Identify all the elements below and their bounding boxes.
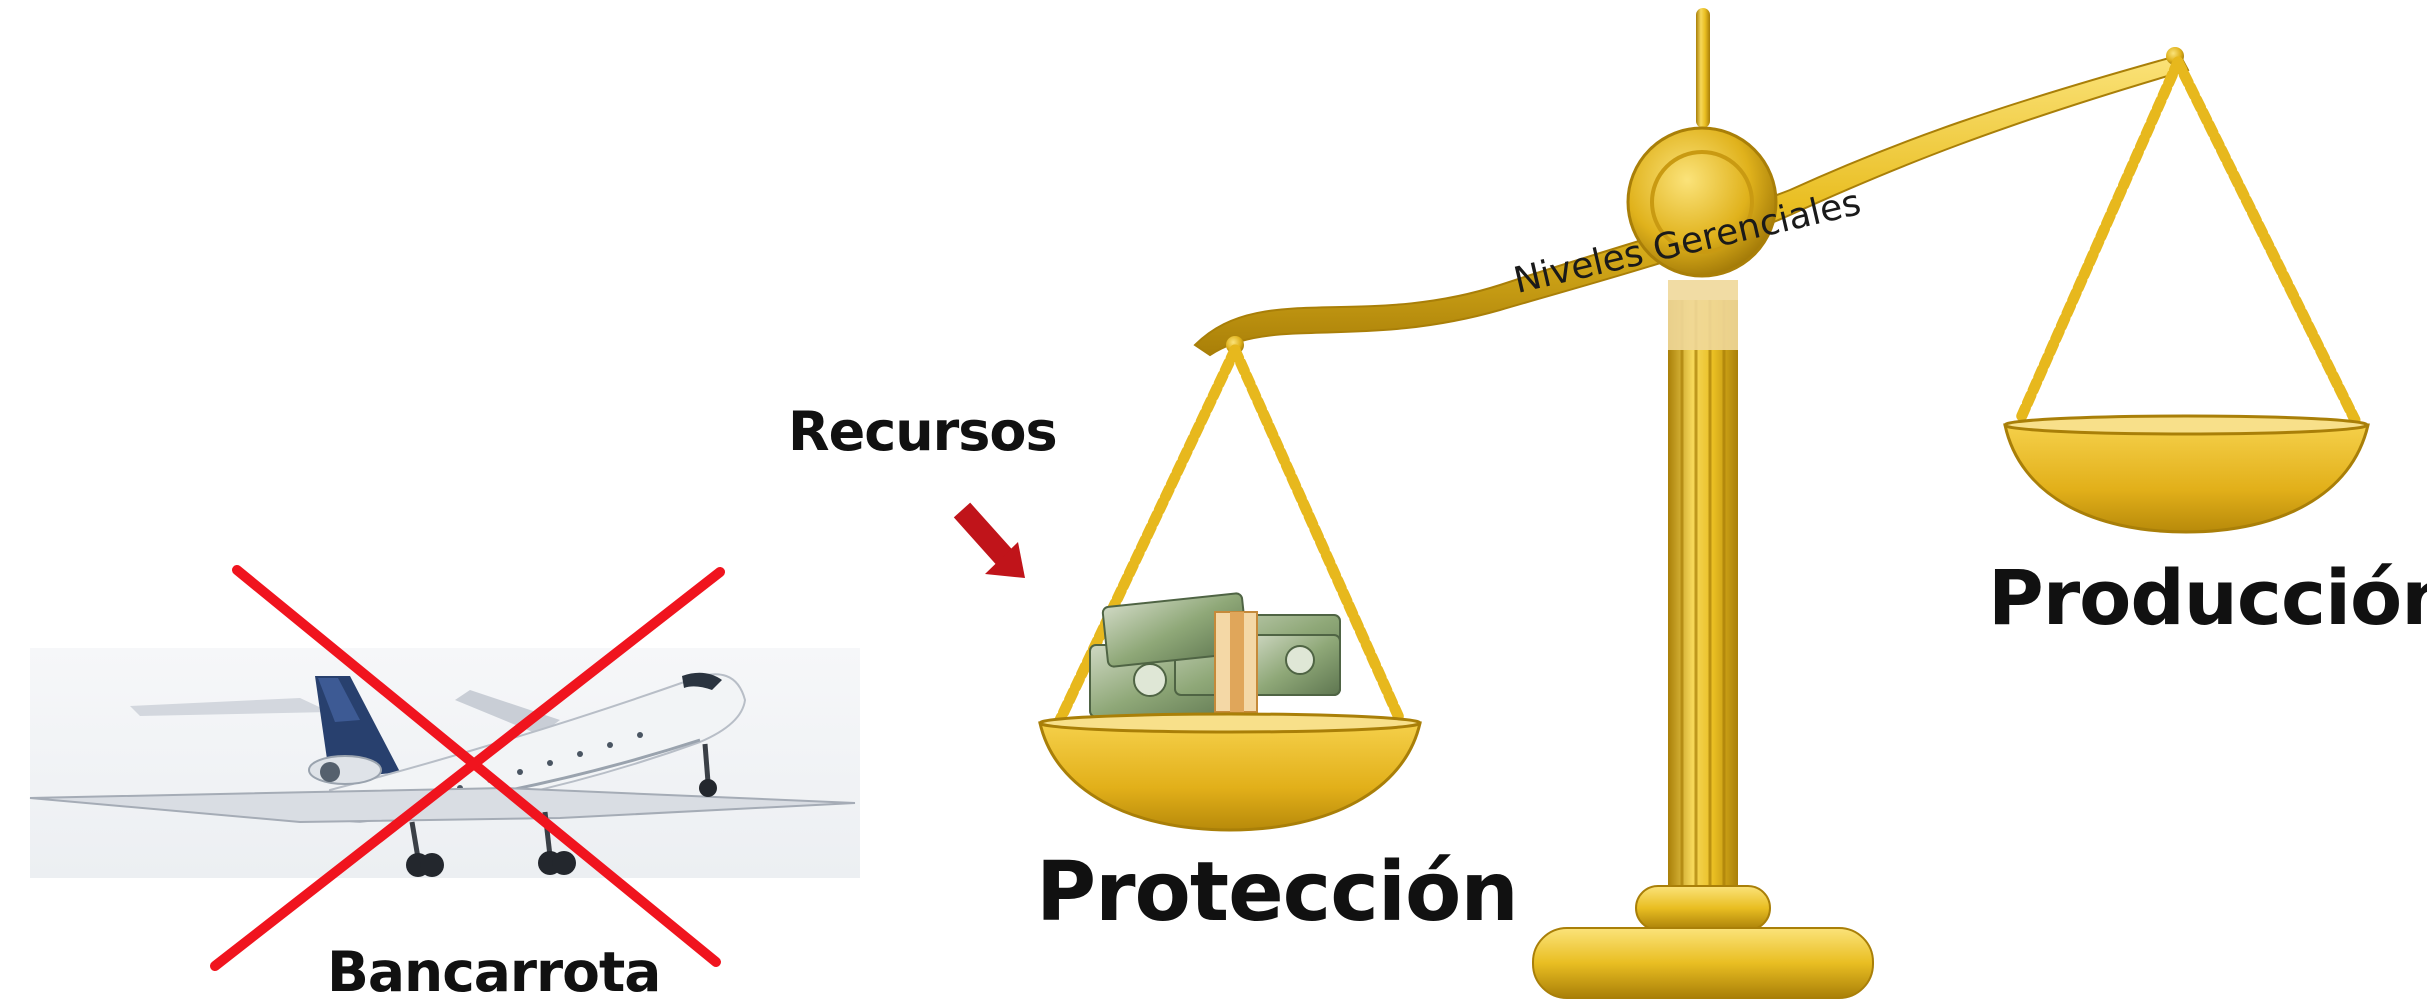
arrow-icon	[953, 502, 1025, 578]
red-cross-icon	[210, 565, 725, 971]
bancarrota-label: Bancarrota	[327, 940, 661, 1004]
airplane-image	[29, 648, 860, 878]
balance-scale-image	[1038, 8, 2370, 999]
money-stack-image	[1089, 592, 1341, 718]
produccion-label: Producción	[1988, 553, 2427, 642]
recursos-label: Recursos	[788, 400, 1058, 463]
proteccion-label: Protección	[1036, 845, 1519, 940]
